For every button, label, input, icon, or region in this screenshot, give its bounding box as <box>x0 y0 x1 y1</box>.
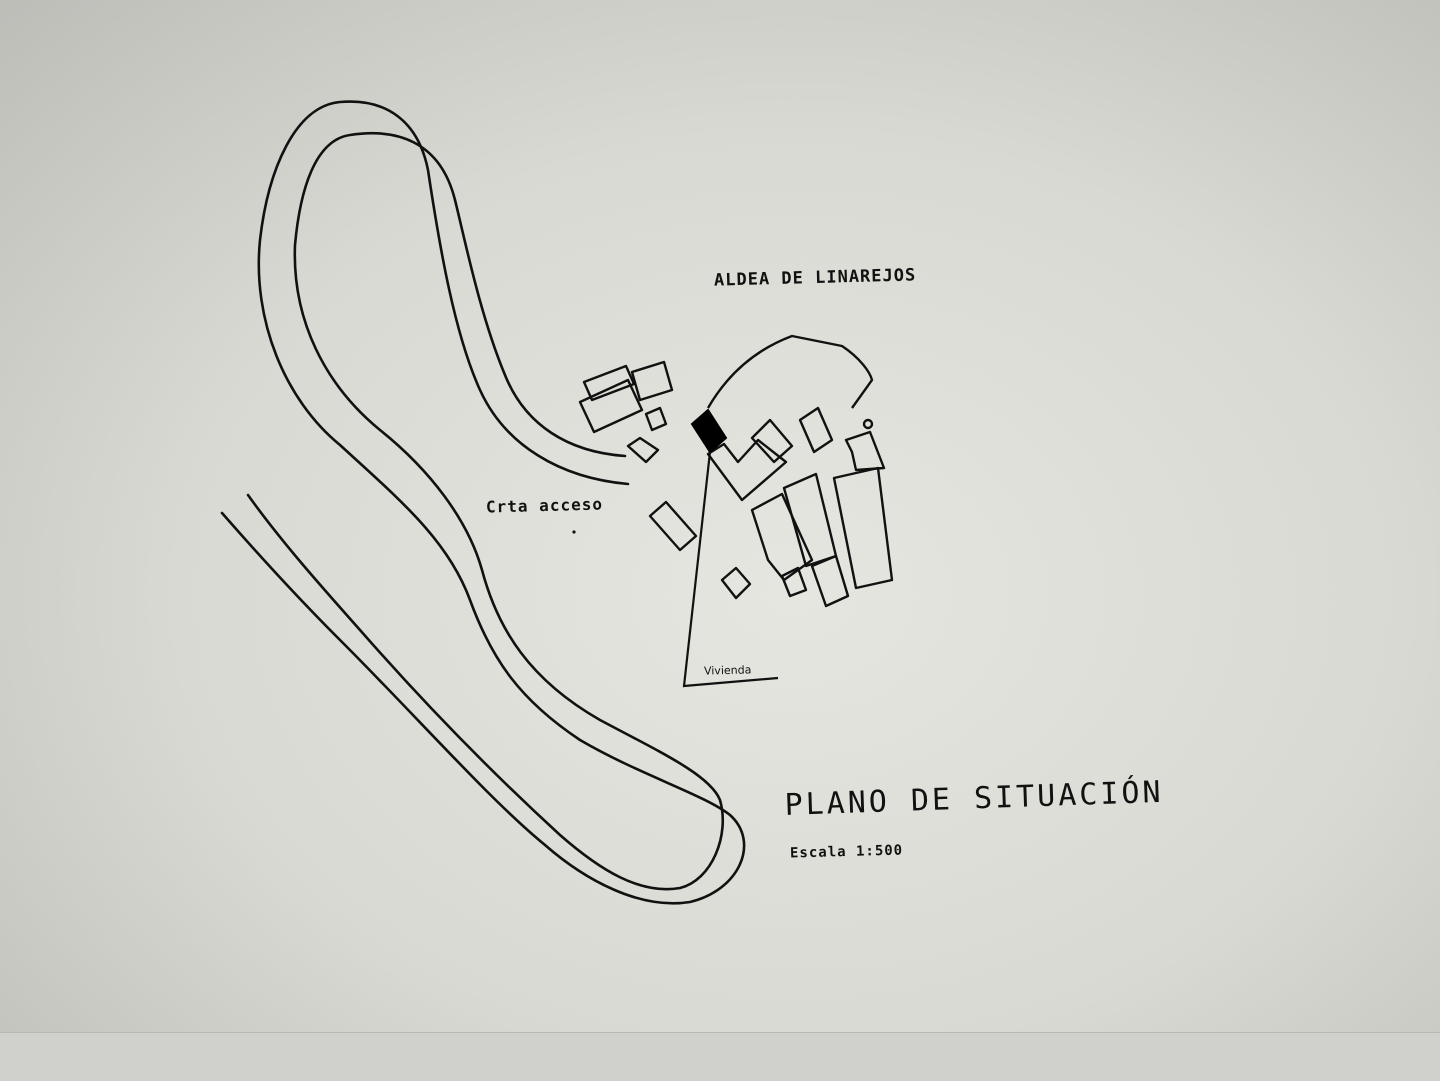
sheet-bottom-edge <box>0 1032 1440 1081</box>
building-small-bottom <box>720 566 752 600</box>
building-left-2 <box>630 360 674 402</box>
building-right-1 <box>832 466 894 590</box>
access-road-label: Crta acceso <box>485 494 604 517</box>
house-label: Vivienda <box>703 663 752 678</box>
highlighted-house <box>690 408 728 454</box>
building-left-1 <box>582 364 636 402</box>
well-marker <box>862 418 874 430</box>
building-center-2 <box>750 418 794 464</box>
building-center-7 <box>780 566 808 598</box>
building-center-4 <box>750 492 814 582</box>
building-center-3 <box>798 406 834 454</box>
building-left-3 <box>578 378 644 434</box>
building-left-4 <box>644 406 668 432</box>
building-center-1 <box>706 438 788 502</box>
ink-dot <box>572 530 576 534</box>
building-left-5 <box>626 436 660 464</box>
plan-scale: Escala 1:500 <box>789 842 904 862</box>
village-enclosure <box>706 334 874 409</box>
building-right-2 <box>844 430 886 472</box>
road-inner-edge <box>246 131 725 891</box>
building-center-6 <box>810 554 850 608</box>
building-lower-left <box>648 500 698 552</box>
road-outer-edge <box>220 100 746 905</box>
building-center-5 <box>782 472 838 568</box>
house-leader-line <box>682 451 779 688</box>
